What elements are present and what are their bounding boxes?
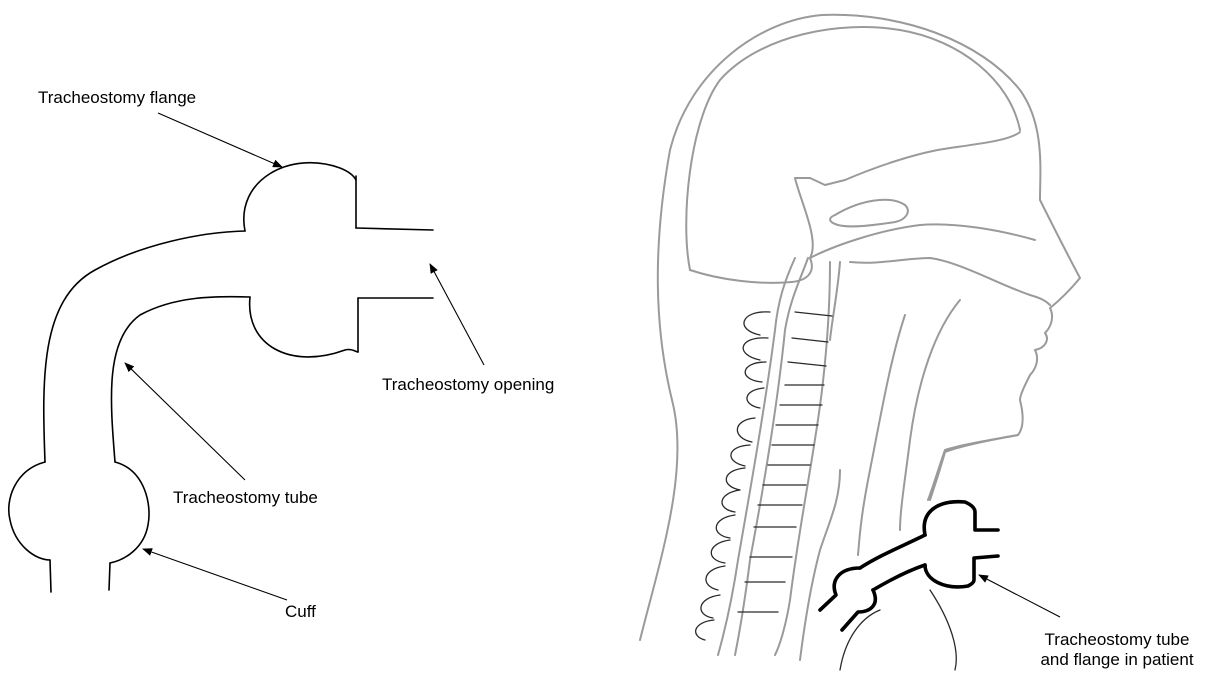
larynx-line [858, 315, 905, 555]
tube-in-patient [820, 502, 998, 670]
label-cuff: Cuff [285, 602, 316, 622]
spinal-cord-back [718, 258, 795, 655]
label-tube-in-patient-line2: and flange in patient [1027, 650, 1207, 670]
trachea-upper [840, 610, 880, 670]
arrow-in-patient [979, 575, 1060, 617]
patient-tube-inner [873, 565, 925, 590]
cuff-left [9, 462, 50, 560]
pharynx-front [830, 262, 840, 340]
palate [810, 224, 1035, 258]
tongue [850, 258, 1050, 305]
skull-inner [686, 27, 1020, 270]
label-tracheostomy-tube: Tracheostomy tube [173, 488, 318, 508]
opening-upper-line [356, 228, 433, 230]
tube-tip-left [50, 560, 51, 592]
label-arrows [125, 113, 1060, 617]
arrow-cuff [143, 549, 287, 600]
tube-tip-right [109, 563, 110, 590]
arrow-tube [125, 363, 245, 480]
label-tracheostomy-opening: Tracheostomy opening [382, 375, 554, 395]
cuff-right [110, 462, 149, 563]
tracheostomy-tube-diagram [9, 163, 433, 592]
tube-inner-wall [111, 297, 250, 462]
cranial-base [690, 132, 1020, 283]
patient-cuff [820, 568, 875, 630]
tube-outer-wall [44, 231, 245, 462]
patient-flange-upper [924, 502, 998, 535]
flange-upper [244, 163, 356, 231]
spine-front [775, 262, 830, 655]
flange-lower [250, 297, 358, 357]
patient-tube-outer [860, 535, 925, 568]
jaw-neck [930, 435, 1018, 500]
patient-flange-lower [925, 556, 998, 587]
head-neck-anatomy [640, 15, 1080, 660]
label-tube-in-patient-line1: Tracheostomy tube [1027, 630, 1207, 650]
arrow-opening [430, 264, 484, 365]
label-tracheostomy-flange: Tracheostomy flange [38, 88, 196, 108]
arrow-flange [158, 113, 282, 167]
nasal-cavity [830, 200, 908, 227]
trachea-lower [930, 590, 956, 670]
label-tube-in-patient: Tracheostomy tube and flange in patient [1027, 630, 1207, 670]
